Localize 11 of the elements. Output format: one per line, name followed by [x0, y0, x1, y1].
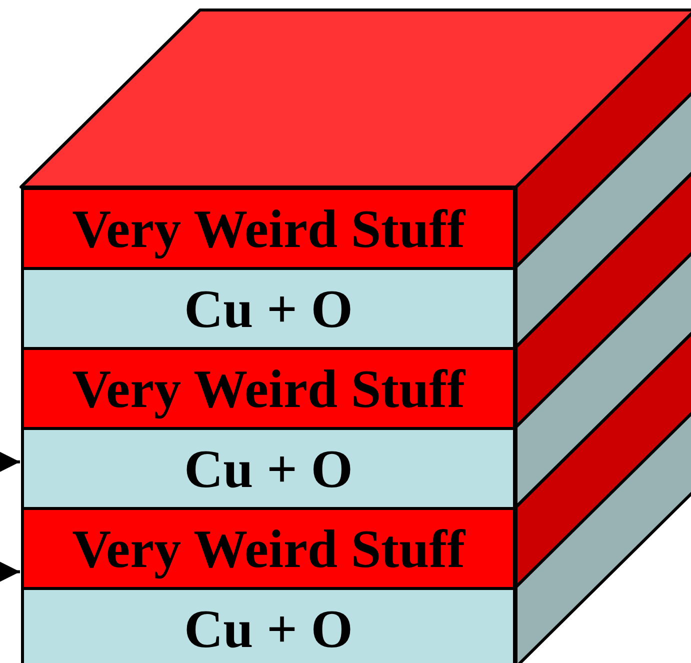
layer-band — [21, 267, 516, 350]
layer-band — [21, 427, 516, 510]
layer-band — [21, 587, 516, 663]
layer-band — [21, 347, 516, 430]
layer-band — [21, 187, 516, 270]
arrow — [0, 450, 20, 473]
layer-label: Cu + O — [184, 442, 353, 496]
layer-label: Cu + O — [184, 282, 353, 336]
layer-band — [21, 507, 516, 590]
arrow — [0, 560, 20, 583]
layer-label: Cu + O — [184, 602, 353, 656]
